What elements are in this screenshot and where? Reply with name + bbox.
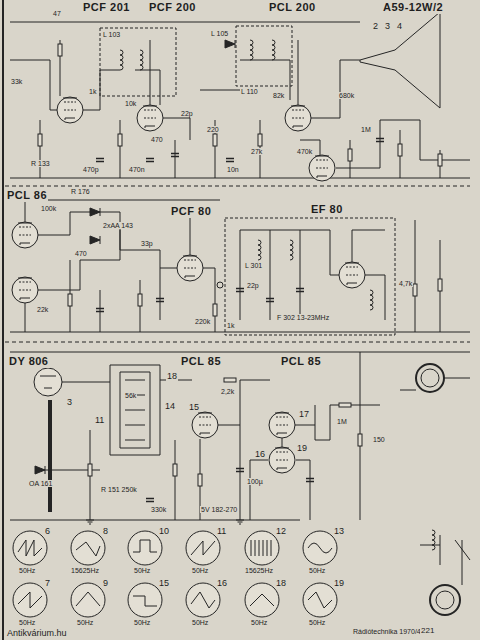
component-label: 15625Hz	[70, 567, 100, 574]
component-label: 10	[158, 527, 170, 536]
component-label: 50Hz	[133, 619, 151, 626]
component-label: 330k	[150, 506, 167, 513]
component-label: 19	[333, 579, 345, 588]
component-label: 17	[298, 410, 310, 419]
component-label: 11	[94, 416, 105, 425]
component-label: 4	[396, 22, 403, 31]
tube-type-label: PCL 85	[280, 356, 322, 368]
component-label: 8	[102, 527, 109, 536]
component-label: L 110	[240, 88, 259, 95]
component-label: 470n	[128, 166, 146, 173]
component-label: 13	[333, 527, 345, 536]
component-label: 5V 182-270	[200, 506, 238, 513]
component-label: 18	[166, 372, 178, 381]
component-label: 3	[384, 22, 391, 31]
tube-type-label: DY 806	[8, 356, 50, 368]
component-label: 470p	[82, 166, 100, 173]
component-label: 33p	[140, 240, 154, 247]
component-label: 16	[254, 450, 266, 459]
sync-tuner-wires	[10, 200, 470, 335]
component-label: 4,7k	[398, 280, 413, 287]
tube-type-label: A59-12W/2	[382, 2, 444, 14]
component-label: L 105	[210, 30, 229, 37]
component-label: 50Hz	[76, 619, 94, 626]
component-label: 22p	[180, 110, 194, 117]
component-label: 2xAA 143	[102, 222, 134, 229]
component-label: 22p	[246, 282, 260, 289]
waveform-trace	[18, 540, 332, 608]
component-label: 2,2k	[220, 388, 235, 395]
component-label: 1k	[88, 88, 97, 95]
component-label: 100µ	[246, 478, 264, 485]
component-label: 27k	[250, 148, 263, 155]
component-label: F 302 13-23MHz	[276, 314, 330, 321]
component-label: 220k	[194, 318, 211, 325]
component-label: 12	[275, 527, 287, 536]
component-label: 22k	[36, 306, 49, 313]
component-label: 9	[102, 579, 109, 588]
section-divider	[5, 186, 470, 342]
component-label: 100k	[40, 205, 57, 212]
component-label: 50Hz	[133, 567, 151, 574]
component-label: 56k	[124, 392, 137, 399]
component-label: 15	[158, 579, 170, 588]
component-label: 221	[420, 627, 435, 635]
component-label: 1M	[336, 418, 348, 425]
component-label: 15	[188, 403, 200, 412]
component-label: R 151 250k	[100, 486, 138, 493]
component-label: 470	[150, 136, 164, 143]
if-video-wires	[10, 12, 470, 178]
component-label: 680k	[338, 92, 355, 99]
component-label: 150	[372, 436, 386, 443]
component-label: 6	[44, 527, 51, 536]
component-label: 2	[372, 22, 379, 31]
component-label: 3	[66, 398, 73, 407]
component-label: OA 161	[28, 480, 53, 487]
component-label: 11	[216, 527, 227, 536]
tube-type-label: PCL 86	[6, 190, 48, 202]
component-label: 47	[52, 10, 62, 17]
oscillogram	[13, 531, 337, 617]
component-label: Rádiótechnika 1970/4	[352, 628, 422, 635]
component-label: 50Hz	[191, 619, 209, 626]
component-label: 1M	[360, 126, 372, 133]
component-label: 470	[74, 250, 88, 257]
component-label: 19	[296, 444, 308, 453]
component-label: 50Hz	[18, 619, 36, 626]
tube-type-label: EF 80	[310, 204, 344, 216]
component-label: 82k	[272, 92, 285, 99]
component-label: 16	[216, 579, 228, 588]
tube-type-label: PCF 200	[148, 2, 197, 14]
tube-type-label: PCL 200	[268, 2, 317, 14]
component-label: 15625Hz	[244, 567, 274, 574]
component-label: 7	[44, 579, 51, 588]
component-label: R 176	[70, 188, 91, 195]
deflection-wires	[10, 352, 470, 520]
component-label: Antikvárium.hu	[6, 629, 68, 638]
tube-type-label: PCF 201	[82, 2, 131, 14]
component-label: L 301	[244, 262, 263, 269]
component-label: 50Hz	[191, 567, 209, 574]
yoke-symbol	[420, 530, 470, 615]
component-label: L 103	[102, 31, 121, 38]
tube-type-label: PCF 80	[170, 206, 212, 218]
component-label: 50Hz	[308, 567, 326, 574]
component-label: 50Hz	[308, 619, 326, 626]
component-label: 50Hz	[250, 619, 268, 626]
component-label: 50Hz	[18, 567, 36, 574]
component-label: 470k	[296, 148, 313, 155]
component-label: 10n	[226, 166, 240, 173]
tube-type-label: PCL 85	[180, 356, 222, 368]
page-rule	[2, 0, 4, 640]
component-label: 14	[164, 402, 176, 411]
component-label: 18	[275, 579, 287, 588]
component-label: 33k	[10, 78, 23, 85]
component-label: 10k	[124, 100, 137, 107]
component-label: R 133	[30, 160, 51, 167]
component-label: 220	[206, 126, 220, 133]
component-label: 1k	[226, 322, 235, 329]
